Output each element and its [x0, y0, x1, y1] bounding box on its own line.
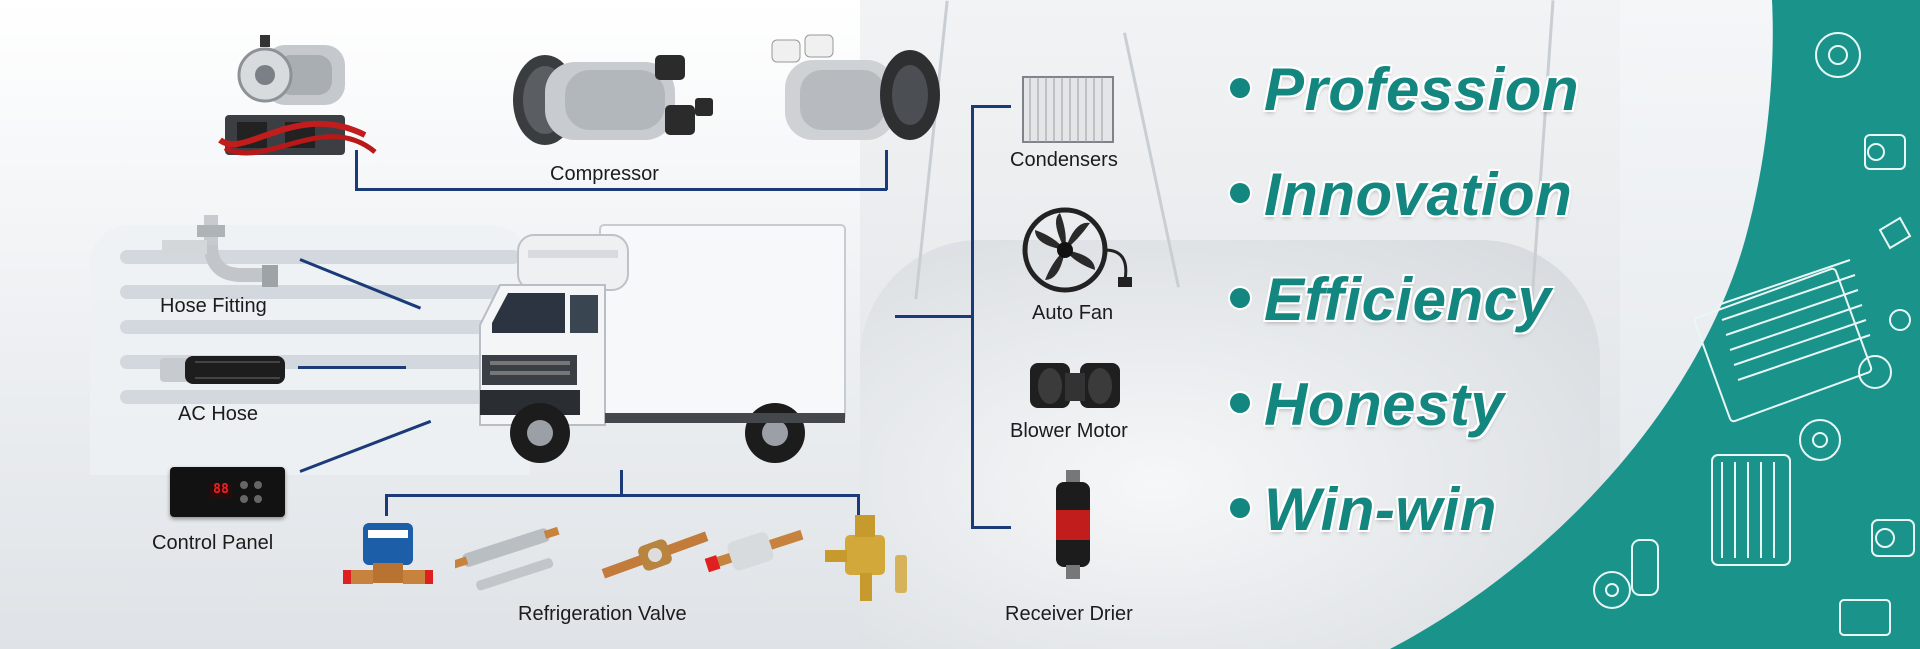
parts-line-art [1593, 32, 1915, 636]
value-text: Profession [1264, 56, 1580, 123]
auto-fan-image [1022, 207, 1132, 293]
compressor-image-sanden [771, 34, 940, 140]
receiver-drier-label: Receiver Drier [1005, 603, 1133, 625]
value-item: Innovation [1230, 160, 1572, 229]
value-item: Honesty [1230, 370, 1504, 439]
control-panel-image: 88 [170, 467, 285, 517]
connector-line [971, 105, 974, 527]
connector-line [885, 150, 888, 190]
connector-line [385, 494, 860, 497]
bullet-icon [1230, 393, 1250, 414]
hose-fitting-image [162, 215, 278, 287]
connector-line [385, 494, 388, 516]
connector-line [355, 150, 358, 190]
value-item: Profession [1230, 55, 1579, 124]
ac-hose-image [160, 356, 285, 384]
connector-line [971, 105, 1011, 108]
connector-line [620, 470, 623, 495]
background-slat [120, 285, 520, 299]
condenser-image [1022, 76, 1114, 143]
truck-image [479, 224, 846, 463]
hose-fitting-label: Hose Fitting [160, 295, 267, 317]
solenoid-valve-image [343, 523, 433, 584]
blower-motor-image [1030, 363, 1120, 408]
background-slat [120, 320, 520, 334]
blower-motor-label: Blower Motor [1010, 420, 1128, 442]
connector-line [298, 366, 406, 369]
bullet-icon [1230, 498, 1250, 519]
connector-line [355, 188, 887, 191]
value-item: Win-win [1230, 475, 1497, 544]
bullet-icon [1230, 183, 1250, 204]
value-item: Efficiency [1230, 265, 1551, 334]
background-slat [120, 390, 520, 404]
background-trailer [90, 225, 530, 475]
auto-fan-label: Auto Fan [1032, 302, 1114, 324]
condensers-label: Condensers [1010, 149, 1118, 171]
ac-hose-label: AC Hose [178, 403, 259, 425]
expansion-valve-image [825, 515, 907, 601]
compressor-image-electric [218, 35, 377, 156]
connector-line [895, 315, 973, 318]
value-text: Efficiency [1264, 266, 1552, 333]
value-text: Win-win [1264, 476, 1497, 543]
control-panel-display: 88 [210, 483, 232, 497]
value-text: Honesty [1264, 371, 1505, 438]
bullet-icon [1230, 288, 1250, 309]
receiver-drier-image [1056, 470, 1090, 579]
pressure-valve-image [704, 529, 804, 573]
compressor-label: Compressor [550, 163, 659, 185]
value-text: Innovation [1264, 161, 1573, 228]
connector-line [857, 494, 860, 516]
connector-line [971, 526, 1011, 529]
filter-valve-image [455, 526, 560, 591]
compressor-image-standard [513, 55, 713, 145]
background-vehicle [860, 240, 1600, 649]
refrigeration-valve-label: Refrigeration Valve [518, 603, 687, 625]
control-panel-label: Control Panel [152, 532, 274, 554]
bullet-icon [1230, 78, 1250, 99]
sight-glass-valve-image [601, 531, 709, 579]
